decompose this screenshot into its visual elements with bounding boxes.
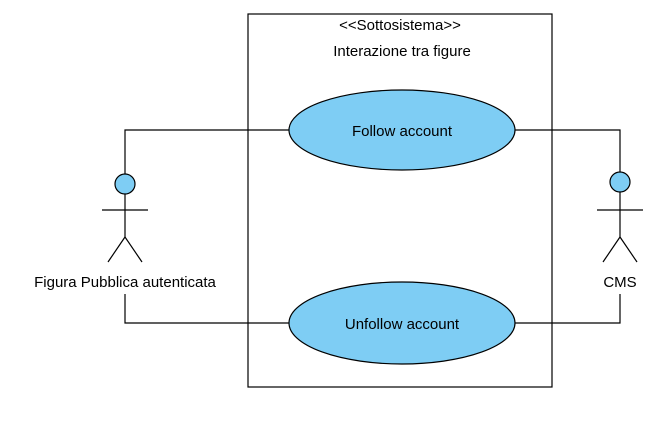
- association-right-follow: [515, 129, 621, 172]
- use-case-follow-shape[interactable]: [288, 89, 516, 171]
- use-case-unfollow-shape[interactable]: [288, 281, 516, 365]
- actor-right-head-icon: [609, 171, 631, 193]
- use-case-follow[interactable]: Follow account: [288, 89, 516, 171]
- system-boundary: [247, 13, 553, 388]
- actor-left-leg-left: [107, 236, 126, 263]
- system-name: Interazione tra figure: [333, 43, 471, 60]
- actor-right[interactable]: CMS: [597, 171, 643, 291]
- actor-right-label: CMS: [603, 274, 636, 291]
- actor-left-leg-right: [124, 236, 143, 263]
- actor-right-leg-right: [619, 236, 638, 263]
- use-case-unfollow[interactable]: Unfollow account: [288, 281, 516, 365]
- association-right-unfollow: [515, 294, 621, 324]
- use-case-follow-label: Follow account: [352, 123, 453, 140]
- actor-left[interactable]: Figura Pubblica autenticata: [34, 173, 217, 291]
- actor-right-leg-left: [602, 236, 621, 263]
- system-stereotype: <<Sottosistema>>: [339, 17, 461, 34]
- association-left-follow: [124, 129, 290, 174]
- association-left-unfollow: [124, 294, 290, 324]
- actor-left-head-icon: [114, 173, 136, 195]
- use-case-unfollow-label: Unfollow account: [345, 316, 460, 333]
- actor-left-label: Figura Pubblica autenticata: [34, 274, 216, 291]
